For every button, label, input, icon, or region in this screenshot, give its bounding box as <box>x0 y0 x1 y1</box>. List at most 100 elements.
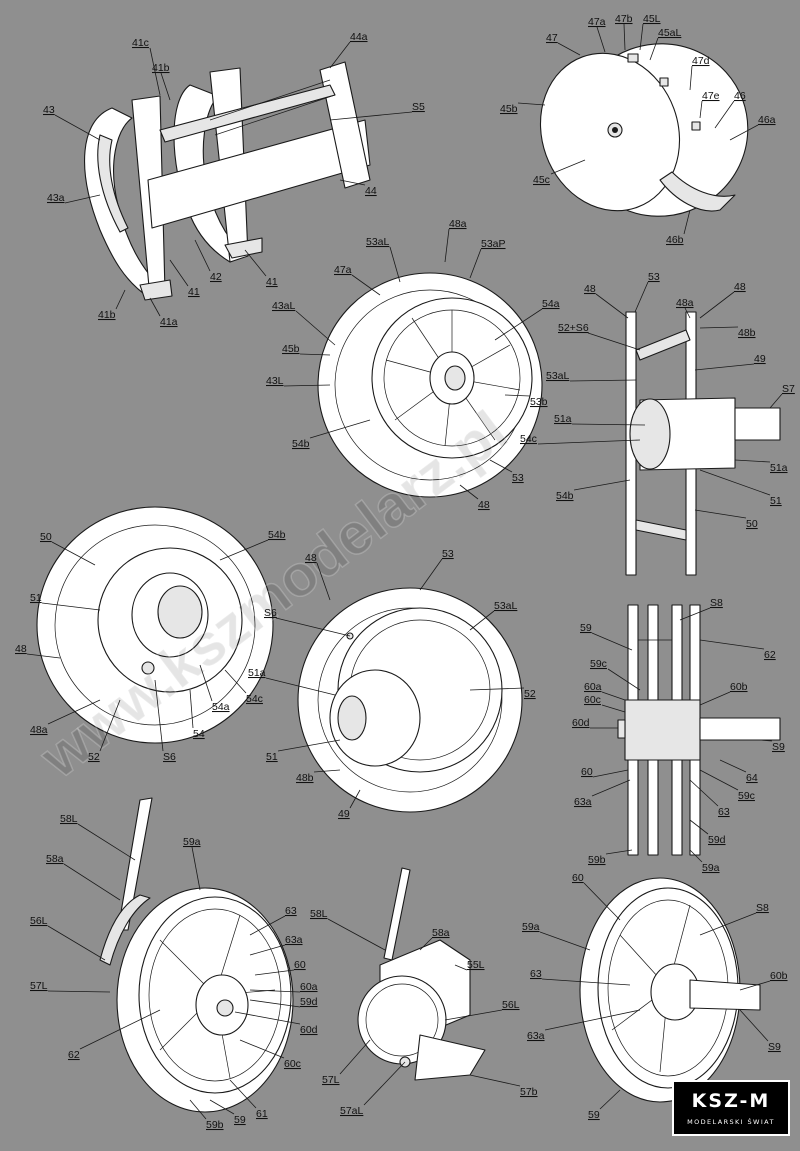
part-label: 58L <box>310 908 328 920</box>
part-label: 41 <box>266 276 278 288</box>
part-label: 59 <box>580 622 592 634</box>
part-label: 51 <box>770 495 782 507</box>
part-label: 48a <box>676 297 694 309</box>
part-label: 51a <box>770 462 788 474</box>
part-label: 51 <box>266 751 278 763</box>
leader-line <box>469 1074 521 1087</box>
leader-line <box>329 41 351 69</box>
part-label: S7 <box>782 383 795 395</box>
leader-line <box>544 1009 641 1031</box>
part-label: 60 <box>572 872 584 884</box>
part-label: 48a <box>30 724 48 736</box>
leader-line <box>607 668 641 691</box>
leader-line <box>234 1011 301 1025</box>
part-label: 58L <box>60 813 78 825</box>
part-label: S9 <box>772 741 785 753</box>
leader-line <box>494 308 543 341</box>
part-label: 59a <box>702 862 720 874</box>
part-label: 54b <box>268 529 286 541</box>
part-label: 60d <box>300 1024 318 1036</box>
part-label: 53 <box>442 548 454 560</box>
leader-line <box>299 353 331 356</box>
leader-line <box>699 469 771 496</box>
leader-line <box>684 307 691 319</box>
part-label: 47b <box>615 13 633 25</box>
leader-line <box>599 1089 621 1110</box>
leader-line <box>689 779 719 807</box>
part-label: S9 <box>768 1041 781 1053</box>
leader-line <box>327 918 386 951</box>
leader-line <box>714 100 735 129</box>
part-label: 59d <box>300 996 318 1008</box>
part-label: 58a <box>46 853 64 865</box>
sprocket-side-view <box>625 311 781 576</box>
leader-line <box>115 289 126 310</box>
leader-line <box>191 846 201 891</box>
leader-line <box>316 562 331 601</box>
leader-line <box>639 23 644 51</box>
part-label: 59c <box>590 658 607 670</box>
part-label: 53b <box>530 396 548 408</box>
leader-line <box>249 944 286 956</box>
part-label: 53aP <box>481 238 506 250</box>
part-label: 41c <box>132 37 149 49</box>
part-label: 48a <box>449 218 467 230</box>
leader-line <box>265 677 336 696</box>
leader-line <box>557 42 581 56</box>
part-label: 45L <box>643 13 661 25</box>
part-label: 59c <box>738 790 755 802</box>
leader-line <box>759 739 773 742</box>
leader-line <box>79 1009 161 1050</box>
leader-line <box>444 228 450 263</box>
leader-line <box>469 248 482 279</box>
leader-line <box>699 691 731 706</box>
part-label: 56L <box>502 999 520 1011</box>
part-label: 48b <box>738 327 756 339</box>
part-label: 45c <box>533 174 550 186</box>
leader-line <box>592 769 629 778</box>
leader-line <box>699 291 735 319</box>
part-label: 60c <box>584 694 601 706</box>
part-label: 63 <box>285 905 297 917</box>
leader-line <box>209 1099 235 1115</box>
part-label: 43 <box>43 104 55 116</box>
leader-line <box>189 689 194 729</box>
part-label: 43a <box>47 192 65 204</box>
part-label: S8 <box>710 597 723 609</box>
part-label: 55L <box>467 959 485 971</box>
part-label: 42 <box>210 271 222 283</box>
leader-line <box>277 739 341 752</box>
leader-line <box>283 384 331 387</box>
part-label: 59b <box>206 1119 224 1131</box>
part-label: 63 <box>718 806 730 818</box>
part-label: 43L <box>266 375 284 387</box>
wheel-side-view <box>617 604 781 856</box>
part-label: 46 <box>734 90 746 102</box>
leader-line <box>363 1061 406 1106</box>
leader-line <box>244 249 267 277</box>
part-label: 45b <box>500 103 518 115</box>
part-label: 54b <box>556 490 574 502</box>
leader-line <box>539 931 591 951</box>
part-label: 57aL <box>340 1105 364 1117</box>
leader-line <box>587 332 641 351</box>
part-label: 59d <box>708 834 726 846</box>
part-label: 48 <box>15 643 27 655</box>
part-label: 63a <box>527 1030 545 1042</box>
part-label: S6 <box>264 607 277 619</box>
leader-line <box>550 159 586 175</box>
leader-line <box>601 704 626 713</box>
part-label: 60d <box>572 717 590 729</box>
leader-line <box>229 1079 257 1109</box>
leader-line <box>329 111 413 121</box>
part-label: S5 <box>412 101 425 113</box>
leader-line <box>583 882 621 921</box>
part-label: 62 <box>764 649 776 661</box>
part-label: 41a <box>160 316 178 328</box>
part-label: 49 <box>754 353 766 365</box>
wheel-bottom-right <box>579 877 761 1103</box>
part-label: 64 <box>746 772 758 784</box>
part-label: 52 <box>524 688 536 700</box>
